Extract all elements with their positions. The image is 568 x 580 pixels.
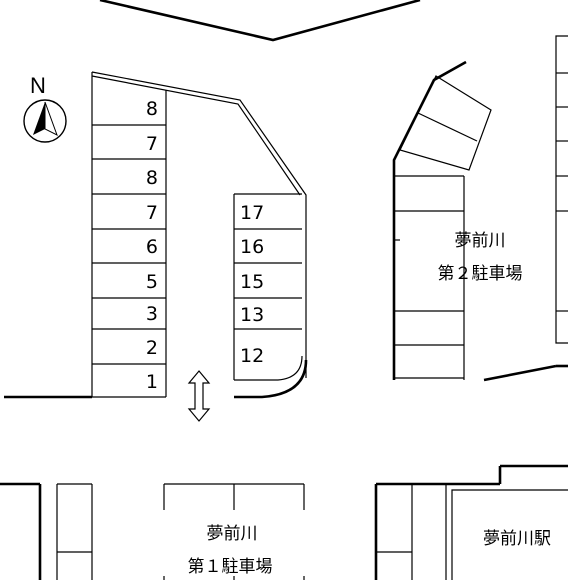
- parking-lot-1: 夢前川 第１駐車場: [0, 482, 305, 580]
- lot2-name: 夢前川: [455, 231, 506, 251]
- right-space-numbers: 17 16 15 13 12: [240, 202, 264, 367]
- space-number: 6: [146, 236, 158, 258]
- space-number: 5: [146, 271, 158, 293]
- space-number: 2: [146, 337, 158, 359]
- space-number: 7: [146, 133, 158, 155]
- space-number: 8: [146, 98, 158, 120]
- lot2-sub: 第２駐車場: [438, 264, 523, 284]
- station-area: 夢前川駅: [374, 464, 568, 580]
- space-number: 7: [146, 202, 158, 224]
- right-parking-column: [233, 193, 308, 399]
- space-number: 12: [240, 345, 264, 367]
- parking-lot-2: 夢前川 第２駐車場: [392, 35, 568, 382]
- space-number: 13: [240, 304, 264, 326]
- road-top: [99, 0, 421, 42]
- compass-letter: N: [30, 73, 46, 98]
- space-number: 8: [146, 167, 158, 189]
- lot1-name: 夢前川: [207, 524, 258, 544]
- compass: N: [23, 73, 67, 143]
- space-number: 3: [146, 303, 158, 325]
- space-number: 15: [240, 271, 264, 293]
- lot1-sub: 第１駐車場: [188, 557, 273, 577]
- north-arrow-light: [44, 101, 58, 137]
- space-number: 17: [240, 202, 264, 224]
- double-arrow-icon: [187, 370, 211, 422]
- left-parking-column: [91, 71, 307, 398]
- north-arrow-dark: [33, 102, 45, 135]
- space-number: 1: [146, 371, 158, 393]
- space-number: 16: [240, 236, 264, 258]
- station-name: 夢前川駅: [483, 529, 551, 549]
- left-space-numbers: 8 7 8 7 6 5 3 2 1: [146, 98, 158, 393]
